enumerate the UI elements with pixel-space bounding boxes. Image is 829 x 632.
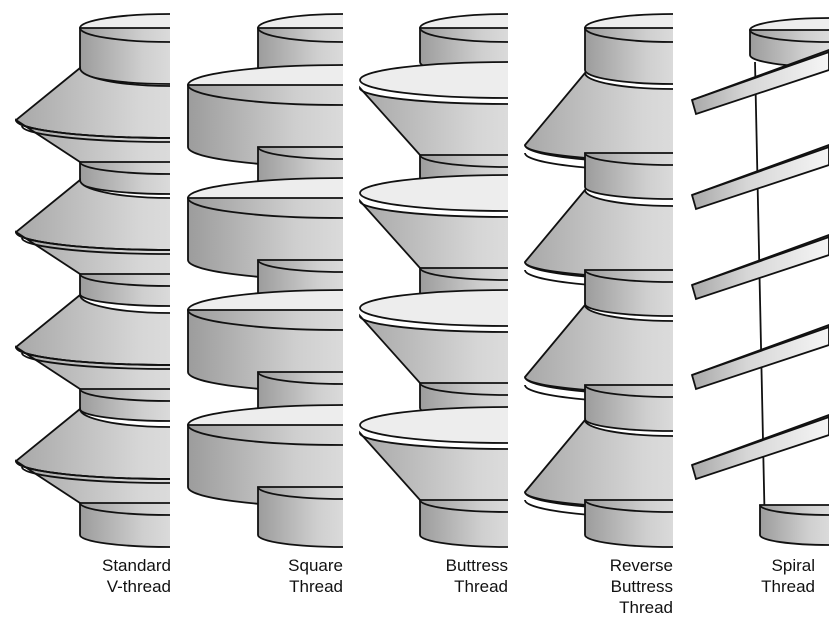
thread-root-rim (584, 384, 673, 398)
shank-top-rim (749, 29, 829, 43)
thread-crest-inner (21, 352, 170, 370)
caption-line: Square (288, 556, 343, 575)
thread-flank (524, 302, 673, 394)
spiral-flight-edge (691, 51, 829, 101)
thread-root-rim (257, 146, 343, 160)
thread-crest (15, 346, 170, 366)
thread-crest-inner (21, 466, 170, 484)
caption-reverse-buttress-thread: Reverse Buttress Thread (610, 555, 673, 618)
thread-root-rim (79, 388, 170, 402)
spiral-flight (690, 234, 829, 301)
thread-flat-face (359, 174, 508, 212)
thread-crest (524, 261, 673, 281)
thread-flat-edge (524, 152, 673, 172)
thread-crest (15, 460, 170, 480)
caption-line: V-thread (106, 577, 171, 596)
thread-root (584, 384, 673, 432)
thread-flat-face (359, 289, 508, 327)
shank-bottom (79, 502, 170, 548)
caption-line: Buttress (445, 556, 508, 575)
caption-line: Thread (761, 577, 815, 596)
caption-standard-v-thread: Standard V-thread (102, 555, 171, 597)
spiral-flight-edge (691, 416, 829, 466)
thread-flank (524, 187, 673, 279)
thread-root-rim (79, 273, 170, 287)
spiral-flight-edge (691, 146, 829, 196)
shank-bottom-rim (584, 499, 673, 513)
caption-square-thread: Square Thread (288, 555, 343, 597)
thread-flat-face (359, 61, 508, 99)
shank-bottom (419, 499, 508, 548)
thread-land-rim (187, 424, 343, 446)
caption-line: Thread (619, 598, 673, 617)
shank-bottom (584, 499, 673, 548)
spiral-flight (690, 414, 829, 481)
thread-root-rim (419, 154, 508, 168)
spiral-flight (690, 144, 829, 211)
standard-v-thread-panel (15, 13, 170, 548)
thread-flat-edge (524, 384, 673, 404)
thread-crest (15, 231, 170, 251)
spiral-flight-edge (691, 326, 829, 376)
thread-crest-inner (21, 125, 170, 143)
thread-land-rim (187, 84, 343, 106)
thread-flat-edge (524, 499, 673, 519)
thread-root-rim (257, 371, 343, 385)
spiral-flight (690, 49, 829, 116)
thread-flank (524, 70, 673, 162)
shank-bottom-rim (79, 502, 170, 516)
spiral-flight-edge (691, 236, 829, 286)
shank-outline (754, 61, 766, 536)
caption-buttress-thread: Buttress Thread (446, 555, 508, 597)
thread-flank (524, 417, 673, 509)
shank-bottom-rim (419, 499, 508, 513)
shank-top-rim (419, 27, 508, 43)
thread-root-rim (79, 161, 170, 175)
shank-bottom-rim (257, 486, 343, 500)
caption-line: Buttress (610, 577, 673, 596)
thread-flat-face (359, 406, 508, 444)
caption-spiral-thread: Spiral Thread (761, 555, 815, 597)
shank-bottom-rim (759, 504, 829, 516)
square-thread-panel (187, 13, 343, 548)
caption-line: Reverse (609, 556, 673, 575)
shank-top (584, 27, 673, 85)
thread-flat-edge (524, 269, 673, 289)
thread-root-rim (419, 382, 508, 396)
spiral-thread-panel (690, 17, 829, 546)
thread-crest (524, 491, 673, 511)
thread-crest-inner (21, 237, 170, 255)
caption-line: Standard (102, 556, 171, 575)
buttress-thread-panel (359, 13, 508, 548)
caption-line: Thread (289, 577, 343, 596)
shank-top-rim (584, 27, 673, 43)
reverse-buttress-thread-panel (524, 13, 673, 548)
thread-root-rim (419, 267, 508, 281)
thread-crest (524, 376, 673, 396)
thread-land-rim (187, 309, 343, 331)
thread-root-rim (584, 152, 673, 166)
caption-line: Thread (454, 577, 508, 596)
shank-top-rim (79, 27, 170, 43)
shank-top-rim (257, 27, 343, 43)
caption-line: Spiral (771, 556, 815, 575)
thread-crest (15, 119, 170, 139)
thread-land-rim (187, 197, 343, 219)
thread-crest (524, 144, 673, 164)
shank-bottom (257, 486, 343, 548)
thread-root-rim (584, 269, 673, 283)
thread-root-rim (257, 259, 343, 273)
spiral-flight (690, 324, 829, 391)
